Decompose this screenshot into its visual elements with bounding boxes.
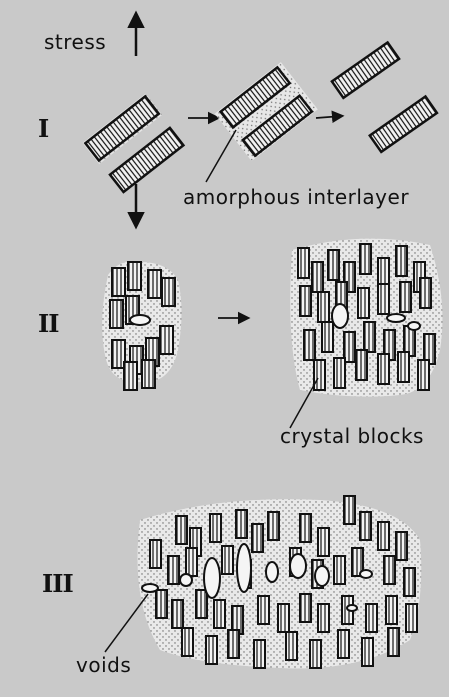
crystal-block [142, 360, 155, 388]
crystal-block [366, 604, 377, 632]
transition-arrow [316, 116, 342, 118]
void [130, 315, 150, 325]
crystal-block [176, 516, 187, 544]
crystal-block [222, 546, 233, 574]
crystal-block [228, 630, 239, 658]
crystal-block [236, 510, 247, 538]
crystal-block [360, 512, 371, 540]
stage-1-group [83, 42, 437, 193]
void [347, 605, 357, 611]
void [180, 574, 192, 586]
crystal-block [328, 250, 339, 280]
crystal-block [168, 556, 179, 584]
void [315, 566, 329, 586]
crystal-block [298, 248, 309, 278]
stress-label: stress [44, 32, 106, 52]
crystal-block [358, 288, 369, 318]
crystal-block [196, 590, 207, 618]
stage-1-numeral: I [38, 117, 48, 141]
crystal-block [210, 514, 221, 542]
crystal-block [252, 524, 263, 552]
crystal-block [418, 360, 429, 390]
stage-3-numeral: III [42, 572, 73, 596]
crystal-block [278, 604, 289, 632]
void [266, 562, 278, 582]
crystal-block [300, 286, 311, 316]
crystal-block [112, 268, 125, 296]
crystal-block [378, 284, 389, 314]
void [408, 322, 420, 330]
crystal-block [304, 330, 315, 360]
stage-3-group [138, 496, 422, 668]
crystal-block [396, 246, 407, 276]
crystal-block [398, 352, 409, 382]
stage-2-large-group [290, 239, 442, 397]
crystal-block [312, 262, 323, 292]
crystal-block [322, 322, 333, 352]
crystal-block [334, 358, 345, 388]
crystal-block [364, 322, 375, 352]
crystal-block [160, 326, 173, 354]
crystal-block [318, 604, 329, 632]
amorphous-leader [206, 130, 236, 182]
crystal-block [150, 540, 161, 568]
crystal-block [156, 590, 167, 618]
crystal-block [300, 514, 311, 542]
crystal-block [110, 300, 123, 328]
crystal-block [268, 512, 279, 540]
crystal-block [258, 596, 269, 624]
crystal-block [254, 640, 265, 668]
crystal-block [310, 640, 321, 668]
stage-2-small-group [102, 261, 181, 390]
voids-leader [105, 594, 148, 652]
crystal-block [344, 496, 355, 524]
crystal-block [378, 354, 389, 384]
crystal-block [300, 594, 311, 622]
crystal-block [378, 522, 389, 550]
crystal-block [388, 628, 399, 656]
crystal-block [162, 278, 175, 306]
crystal-block [124, 362, 137, 390]
void [387, 314, 405, 322]
crystal-block [406, 604, 417, 632]
crystal-block [318, 528, 329, 556]
voids-label: voids [76, 655, 131, 675]
void [360, 570, 372, 578]
crystal-block [214, 600, 225, 628]
crystal-block [206, 636, 217, 664]
crystal-block [318, 292, 329, 322]
crystal-block [128, 262, 141, 290]
void [237, 544, 251, 592]
crystal-block [148, 270, 161, 298]
crystal-block [334, 556, 345, 584]
crystal-block [420, 278, 431, 308]
void [290, 554, 306, 578]
crystal-block [396, 532, 407, 560]
crystal-block [384, 556, 395, 584]
crystal-block [286, 632, 297, 660]
crystal-block [338, 630, 349, 658]
amorphous-interlayer-label: amorphous interlayer [183, 187, 409, 207]
crystal-block [360, 244, 371, 274]
crystal-block [172, 600, 183, 628]
crystal-block [386, 596, 397, 624]
crystal-block [314, 360, 325, 390]
void [142, 584, 158, 592]
crystal-block [186, 548, 197, 576]
crystal-block [182, 628, 193, 656]
crystal-block [356, 350, 367, 380]
stage-2-numeral: II [38, 312, 58, 336]
void [204, 558, 220, 598]
void [332, 304, 348, 328]
crystal-block [362, 638, 373, 666]
crystal-block [404, 568, 415, 596]
crystal-blocks-label: crystal blocks [280, 426, 424, 446]
crystal-block [400, 282, 411, 312]
